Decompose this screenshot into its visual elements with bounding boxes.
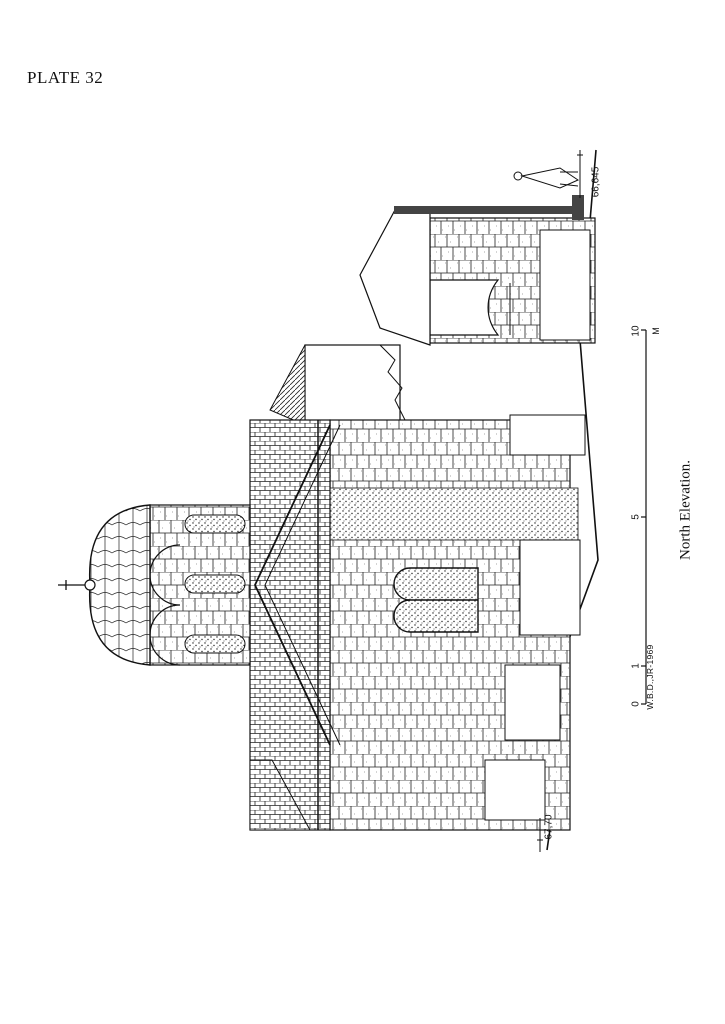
scale-tick-1: 1 — [630, 663, 642, 669]
scale-tick-10: 10 — [630, 325, 642, 337]
human-figure — [513, 167, 580, 189]
plate-label: PLATE 32 — [27, 68, 104, 87]
draftsman-signature: W.B.D.,JR-1969 — [645, 644, 655, 710]
ashlar-block-4 — [484, 759, 546, 821]
dome — [88, 504, 151, 666]
side-roof-slope — [269, 344, 306, 426]
ashlar-block-5 — [539, 229, 591, 341]
ashlar-block-2 — [519, 539, 581, 636]
ashlar-block-1 — [509, 414, 586, 456]
roof-edge-lower — [249, 759, 311, 831]
drum-windows — [149, 514, 246, 666]
scale-tick-5: 5 — [630, 514, 642, 520]
elevation-marker-bottom — [537, 818, 543, 852]
scale-bar — [641, 329, 647, 705]
narthex-arch — [429, 279, 500, 336]
side-roof — [304, 344, 401, 426]
scale-tick-0: 0 — [630, 701, 642, 707]
elevation-label-bottom: 67,70 — [543, 814, 555, 840]
ashlar-block-3 — [504, 664, 561, 741]
elevation-marker-top — [577, 150, 583, 198]
side-roof-steps — [379, 344, 406, 421]
drawing-caption: North Elevation. — [677, 460, 694, 560]
narthex-gable — [359, 209, 431, 346]
narthex-cornice — [394, 206, 574, 214]
scale-unit: M — [651, 327, 661, 335]
cross-gable-upper — [254, 424, 331, 746]
cross-gable-lower — [264, 424, 341, 746]
finial-ball — [84, 579, 96, 591]
pilaster-band — [317, 487, 579, 541]
elevation-label-top: 66,645 — [590, 166, 602, 198]
narthex-base — [572, 195, 584, 220]
